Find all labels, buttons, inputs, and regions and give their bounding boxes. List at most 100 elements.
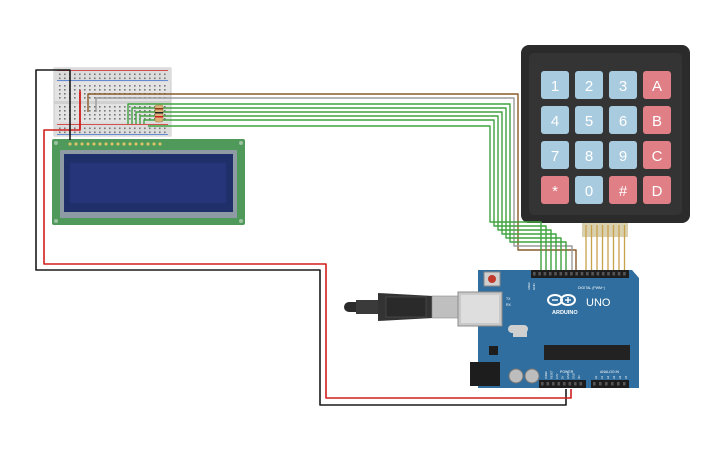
bb-rail-hole <box>149 77 151 80</box>
bb-hole <box>144 114 146 116</box>
digital-pin <box>580 272 584 276</box>
power-jack <box>470 362 500 386</box>
bb-hole <box>119 106 121 108</box>
bb-rail-hole <box>109 77 111 80</box>
bb-hole <box>129 85 131 87</box>
bb-hole <box>59 118 61 120</box>
power-pin-label: RESET <box>550 370 554 379</box>
keypad-key[interactable] <box>541 141 569 169</box>
keypad-key[interactable] <box>609 176 637 204</box>
lcd-module[interactable] <box>52 139 245 225</box>
power-pin <box>574 382 577 386</box>
bb-rail-hole <box>129 127 131 130</box>
bb-hole <box>164 85 166 87</box>
power-pin <box>579 382 583 386</box>
rx-label: RX <box>506 303 512 307</box>
bb-hole <box>74 89 76 91</box>
bb-rail-hole <box>84 127 86 130</box>
bb-hole <box>139 85 141 87</box>
bb-rail-hole <box>144 131 146 134</box>
bb-rail-hole <box>119 77 121 80</box>
bb-rail-hole <box>154 73 156 76</box>
bb-hole <box>149 89 151 91</box>
keypad-key[interactable] <box>575 141 603 169</box>
digital-pin <box>554 272 557 276</box>
bb-rail-hole <box>89 77 91 80</box>
bb-rail-hole <box>139 127 141 130</box>
bb-rail-hole <box>119 73 121 76</box>
bb-hole <box>94 114 96 116</box>
bb-rail-hole <box>59 127 61 130</box>
bb-hole <box>74 106 76 108</box>
bb-hole <box>149 114 151 116</box>
bb-rail-hole <box>124 131 126 134</box>
bb-hole <box>84 106 86 108</box>
usb-cable[interactable] <box>344 293 461 321</box>
keypad-key[interactable] <box>643 176 671 204</box>
bb-hole <box>144 89 146 91</box>
bb-hole <box>124 110 126 112</box>
bb-rail-hole <box>119 131 121 134</box>
bb-rail-hole <box>104 131 106 134</box>
lcd-pin <box>74 142 78 146</box>
keypad-key[interactable] <box>643 106 671 134</box>
keypad-key[interactable] <box>609 141 637 169</box>
bb-hole <box>64 89 66 91</box>
bb-hole <box>124 106 126 108</box>
keypad-key[interactable] <box>609 106 637 134</box>
analog-pin <box>623 382 626 386</box>
lcd-pin <box>116 142 120 146</box>
bb-rail-hole <box>164 131 166 134</box>
wire-green-3 <box>135 111 557 270</box>
bb-rail-hole <box>74 127 76 130</box>
keypad-key[interactable] <box>541 71 569 99</box>
bb-hole <box>109 110 111 112</box>
bb-rail-hole <box>99 127 101 130</box>
keypad-key-label: 2 <box>585 78 593 95</box>
bb-rail-hole <box>84 73 86 76</box>
keypad-key[interactable] <box>541 176 569 204</box>
digital-pin <box>564 272 568 276</box>
keypad-key-label: 6 <box>619 113 627 130</box>
bb-hole <box>144 106 146 108</box>
analog-pin <box>617 382 620 386</box>
bb-rail-hole <box>164 73 166 76</box>
keypad-key[interactable] <box>643 141 671 169</box>
bb-rail-hole <box>114 73 116 76</box>
bb-hole <box>84 89 86 91</box>
bb-hole <box>89 118 91 120</box>
bb-rail-hole <box>79 77 81 80</box>
bb-hole <box>94 85 96 87</box>
analog-pin <box>611 382 614 386</box>
arduino-uno-board[interactable]: ARDUINO UNO DIGITAL (PWM~) TX RX AREF GN… <box>457 270 639 388</box>
keypad-key[interactable] <box>575 71 603 99</box>
bb-rail-hole <box>64 77 66 80</box>
bb-hole <box>149 110 151 112</box>
resistor[interactable] <box>154 104 164 123</box>
bb-hole <box>134 89 136 91</box>
lcd-pin-header <box>68 142 162 146</box>
bb-rail-hole <box>94 131 96 134</box>
bb-hole <box>74 93 76 95</box>
bb-hole <box>109 106 111 108</box>
wire-gray <box>95 97 573 270</box>
bb-hole <box>99 118 101 120</box>
bb-rail-hole <box>134 77 136 80</box>
keypad-key[interactable] <box>575 176 603 204</box>
bb-hole <box>74 110 76 112</box>
bb-rail-hole <box>59 77 61 80</box>
keypad-key[interactable] <box>541 106 569 134</box>
keypad-key[interactable] <box>575 106 603 134</box>
bb-hole <box>64 110 66 112</box>
power-pin-label: Vin <box>577 375 581 379</box>
bb-rail-hole <box>64 73 66 76</box>
bb-hole <box>124 89 126 91</box>
bb-rail-hole <box>99 73 101 76</box>
bb-rail-hole <box>139 77 141 80</box>
bb-rail-hole <box>109 127 111 130</box>
keypad-key[interactable] <box>643 71 671 99</box>
keypad-key[interactable] <box>609 71 637 99</box>
bb-hole <box>94 89 96 91</box>
